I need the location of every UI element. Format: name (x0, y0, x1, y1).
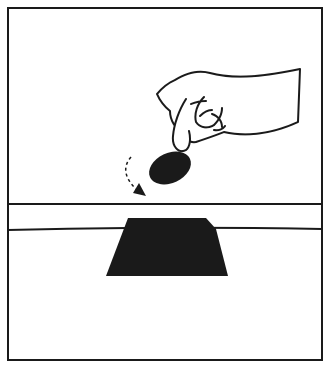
illustration-panel (0, 0, 327, 368)
insertion-diagram (0, 0, 327, 368)
